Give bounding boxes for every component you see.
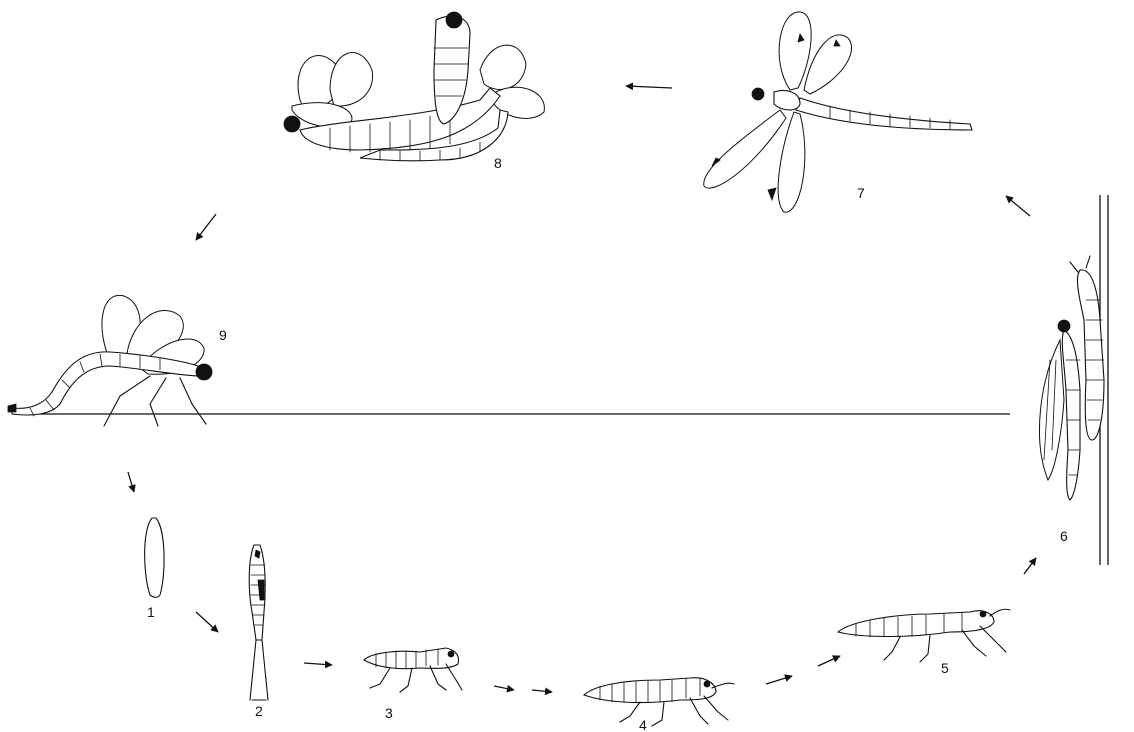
stage-label-4: 4 [639,717,647,732]
prolarva-illustration [249,545,268,700]
stage-label-7: 7 [857,185,865,201]
mating-pair-illustration [284,12,544,161]
stage-label-6: 6 [1060,528,1068,544]
stage-label-8: 8 [494,155,502,171]
stage-label-1: 1 [147,604,155,620]
emerging-adult-illustration [1039,256,1104,500]
stage-label-2: 2 [255,703,263,719]
stage-label-3: 3 [385,705,393,721]
egg-illustration [145,518,164,597]
stage-label-5: 5 [941,660,949,676]
egg-laying-adult-illustration [8,295,212,426]
stage-label-9: 9 [219,327,227,343]
young-larva-illustration [364,648,462,692]
larva-illustration [584,678,734,726]
adult-dragonfly-illustration [704,12,972,212]
older-larva-illustration [838,609,1010,662]
